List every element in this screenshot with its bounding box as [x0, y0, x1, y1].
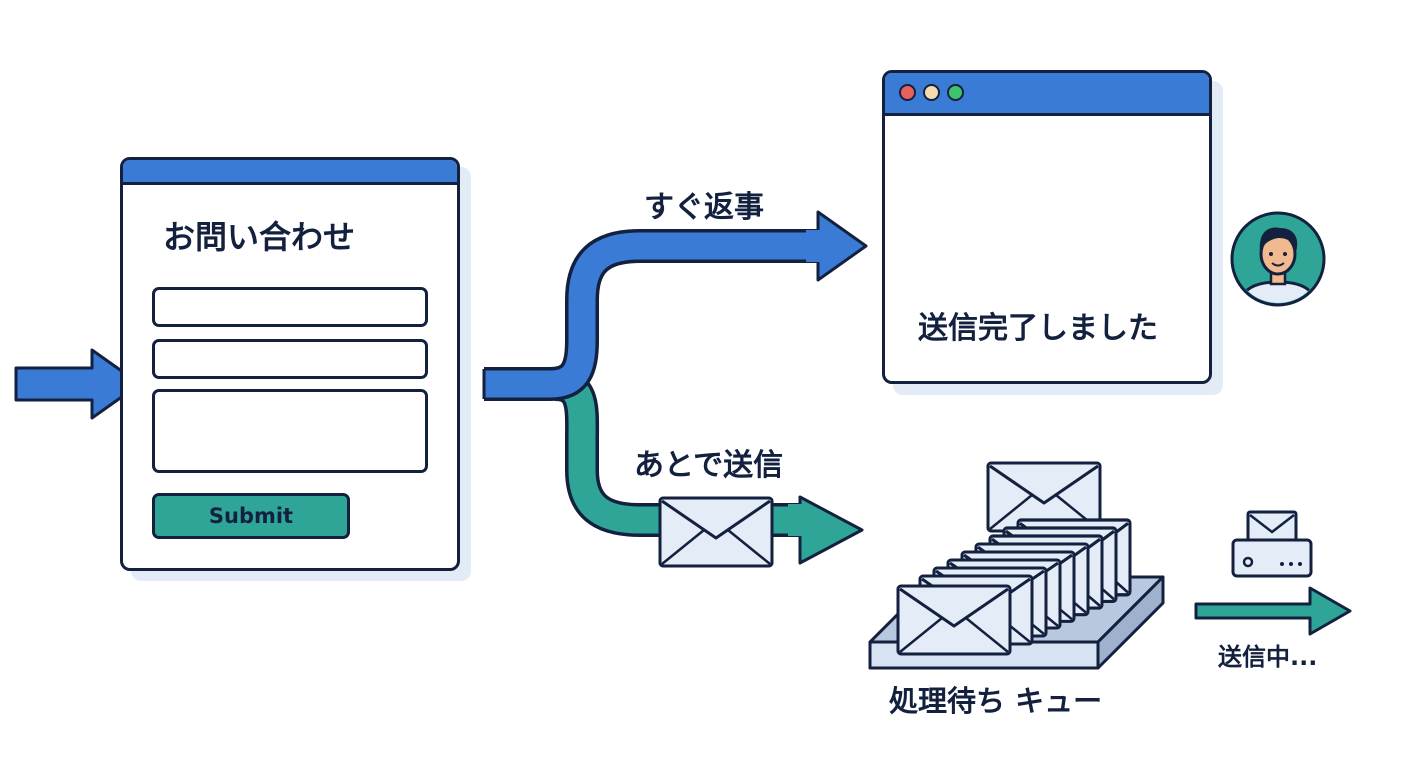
message-field[interactable]	[152, 389, 428, 473]
form-title-bar	[123, 160, 457, 185]
email-field[interactable]	[152, 339, 428, 379]
success-window	[882, 70, 1212, 384]
send-later-label: あとで送信	[634, 448, 784, 483]
immediate-branch-arrow	[482, 210, 868, 401]
queue-label: 処理待ち キュー	[889, 684, 1103, 718]
window-close-dot	[899, 84, 916, 101]
traveling-envelope-icon	[658, 496, 774, 568]
name-field[interactable]	[152, 287, 428, 327]
window-title-bar	[885, 73, 1209, 116]
mail-server-icon	[1231, 510, 1313, 578]
entry-arrow	[14, 348, 142, 420]
immediate-reply-label: すぐ返事	[644, 190, 764, 225]
window-minimize-dot	[923, 84, 940, 101]
sending-label: 送信中...	[1218, 643, 1318, 671]
sending-arrow	[1194, 586, 1352, 636]
success-message: 送信完了しました	[918, 311, 1158, 346]
window-maximize-dot	[947, 84, 964, 101]
user-avatar	[1230, 211, 1326, 307]
submit-button[interactable]: Submit	[152, 493, 350, 539]
form-title: お問い合わせ	[163, 218, 356, 256]
